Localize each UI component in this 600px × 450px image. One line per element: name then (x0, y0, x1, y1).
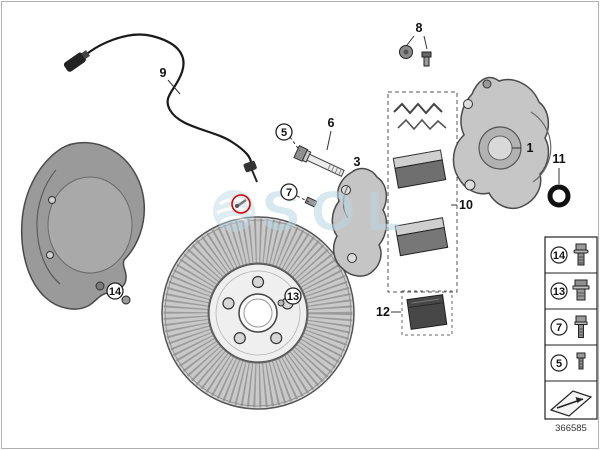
legend-row-13: 13 (550, 279, 590, 301)
callout-carrier: 3 (354, 155, 361, 169)
svg-text:13: 13 (553, 286, 565, 298)
callout-set-screw: 13 (284, 287, 302, 305)
sensor-tip (243, 160, 257, 173)
direction-arrow-icon (549, 390, 593, 417)
brake-caliper (452, 76, 552, 210)
svg-text:14: 14 (109, 286, 122, 298)
carrier-bolt (304, 196, 318, 208)
drawing-number: 366585 (555, 423, 587, 434)
flange-bolt-icon (573, 243, 589, 266)
wheel-bolt-hole (233, 332, 246, 345)
highlight-marker (231, 194, 251, 214)
callout-guide-bolt: 5 (275, 123, 293, 141)
callout-grease-pack: 12 (376, 305, 390, 319)
shield-bolt (121, 295, 131, 305)
brake-pad-outer (392, 149, 447, 189)
guide-pin (293, 145, 345, 177)
svg-text:7: 7 (286, 187, 292, 199)
wheel-bolt-hole (270, 332, 283, 345)
wear-sensor-wire (63, 33, 258, 183)
disc-vent-hatching (163, 218, 353, 408)
leader-lines (167, 35, 560, 313)
legend-row-5: 5 (550, 352, 586, 372)
hex-bolt-icon (574, 315, 588, 338)
svg-text:7: 7 (556, 322, 562, 334)
pad-retaining-clip (397, 118, 447, 131)
callout-wear-sensor: 9 (160, 66, 167, 80)
callout-shield-bolt: 14 (106, 282, 124, 300)
bleeder-screw (482, 79, 492, 89)
callout-brake-pads: 10 (459, 198, 473, 212)
svg-text:5: 5 (281, 127, 287, 139)
cap-kit (399, 45, 432, 67)
callout-guide-pin: 6 (328, 116, 335, 130)
fastener-legend: 14 13 7 (544, 236, 598, 420)
o-ring (547, 184, 571, 208)
small-bolt-icon (576, 352, 586, 370)
highlight-circle (231, 194, 251, 214)
brake-pad-inner (394, 217, 449, 257)
legend-row-7: 7 (550, 315, 588, 338)
watermark-wave-icon (216, 198, 252, 224)
pads-kit-box (387, 91, 458, 293)
pad-retaining-clip (393, 102, 443, 115)
svg-text:14: 14 (553, 250, 566, 262)
svg-text:5: 5 (556, 358, 562, 370)
brake-pads-kit (387, 91, 458, 293)
wheel-bolt-hole (222, 297, 235, 310)
guide-pin-threads (327, 164, 342, 176)
callout-carrier-bolt: 7 (280, 183, 298, 201)
callout-o-ring: 11 (552, 152, 565, 166)
set-screw-hole (277, 299, 285, 307)
brake-disc (161, 216, 355, 410)
wheel-bolt-hole (251, 275, 265, 289)
svg-text:13: 13 (287, 291, 299, 303)
grommet (421, 51, 432, 58)
dust-shield (20, 141, 146, 310)
caliper-carrier (331, 167, 388, 277)
sensor-connector (63, 50, 91, 72)
callout-cap-kit: 8 (416, 21, 423, 35)
plug-screw-icon (572, 279, 590, 301)
grease-packet (401, 290, 453, 336)
legend-row-14: 14 (550, 243, 589, 266)
callout-caliper: 1 (527, 141, 534, 155)
